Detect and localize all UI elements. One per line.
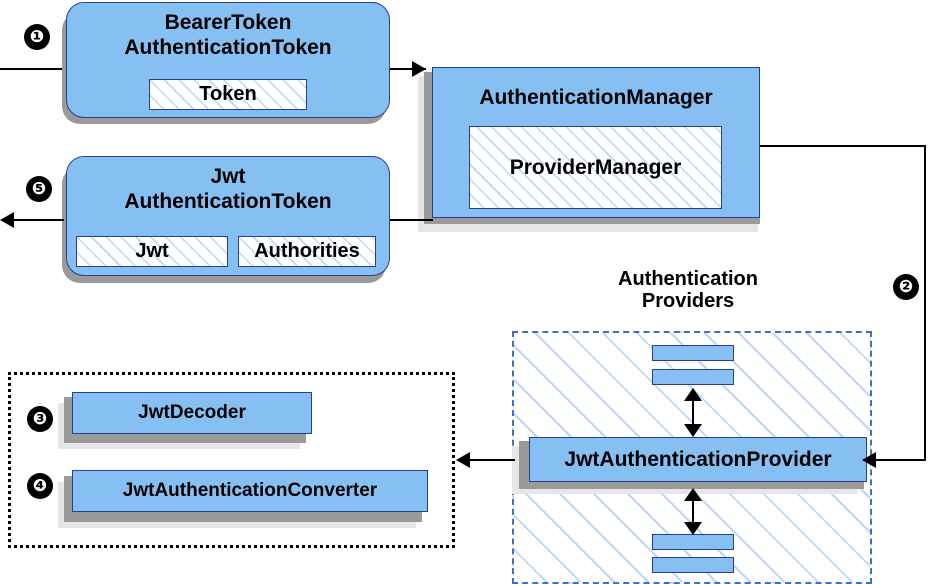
arrowhead-response-out — [0, 212, 14, 228]
jwt-label: Jwt — [135, 240, 169, 262]
provider-placeholder-top-2[interactable] — [652, 369, 734, 385]
line-provider-link-top — [692, 392, 694, 432]
jwt-token-inner-authorities: Authorities — [238, 236, 376, 267]
provider-placeholder-top-1[interactable] — [652, 345, 734, 361]
badge-step-3: ❸ — [27, 406, 53, 432]
bearer-token-title-line1: BearerToken — [164, 11, 292, 34]
line-provider-to-support — [470, 459, 515, 461]
line-manager-to-jwt-token — [385, 219, 433, 221]
providers-region-label-line2: Providers — [641, 290, 735, 313]
providers-region-label: Authentication Providers — [588, 268, 788, 313]
bearer-token-title-line2: AuthenticationToken — [124, 35, 332, 59]
arrowhead-link-bottom-down — [684, 522, 702, 535]
badge-step-4: ❹ — [27, 473, 53, 499]
line-request-in — [0, 68, 62, 70]
badge-step-2: ❷ — [893, 274, 919, 300]
line-into-provider — [872, 459, 926, 461]
bearer-token-inner-token: Token — [149, 79, 307, 110]
jwtdecoder-box[interactable]: JwtDecoder — [72, 392, 312, 434]
jwt-token-title-line1: Jwt — [210, 165, 246, 188]
badge-step-5: ❺ — [26, 176, 52, 202]
line-response-out — [12, 219, 64, 221]
provider-placeholder-bottom-1[interactable] — [652, 534, 734, 550]
provider-manager-label: ProviderManager — [509, 155, 682, 179]
arrowhead-to-manager — [412, 61, 426, 77]
providers-region-label-line1: Authentication — [618, 268, 758, 290]
jwt-token-inner-jwt: Jwt — [76, 236, 228, 267]
line-provider-link-bottom — [692, 492, 694, 530]
badge-step-4-label: ❹ — [32, 475, 48, 496]
authorities-label: Authorities — [254, 240, 360, 262]
badge-step-1: ❶ — [24, 24, 50, 50]
badge-step-2-label: ❷ — [898, 276, 914, 297]
jwt-provider-label: JwtAuthenticationProvider — [564, 447, 832, 471]
bearer-token-box[interactable]: BearerToken AuthenticationToken — [66, 2, 390, 118]
arrowhead-into-provider — [862, 452, 876, 468]
arrowhead-to-support — [456, 452, 470, 468]
auth-manager-title: AuthenticationManager — [479, 86, 713, 109]
arrowhead-link-top-up — [684, 388, 702, 401]
line-manager-right — [758, 145, 926, 147]
token-label: Token — [199, 83, 257, 105]
provider-placeholder-bottom-2[interactable] — [652, 557, 734, 573]
badge-step-1-label: ❶ — [29, 26, 45, 47]
provider-manager-inner: ProviderManager — [469, 126, 722, 209]
badge-step-3-label: ❸ — [32, 408, 48, 429]
jwtconverter-label: JwtAuthenticationConverter — [122, 480, 378, 501]
jwtconverter-box[interactable]: JwtAuthenticationConverter — [72, 470, 428, 512]
line-bearer-to-manager — [390, 68, 426, 70]
jwt-token-title-line2: AuthenticationToken — [124, 189, 332, 213]
line-manager-down — [924, 145, 926, 460]
arrowhead-link-bottom-up — [684, 488, 702, 501]
badge-step-5-label: ❺ — [31, 178, 47, 199]
jwtdecoder-label: JwtDecoder — [138, 402, 246, 423]
arrowhead-link-top-down — [684, 424, 702, 437]
jwt-provider-box[interactable]: JwtAuthenticationProvider — [529, 437, 867, 482]
jwt-support-group — [8, 372, 455, 548]
